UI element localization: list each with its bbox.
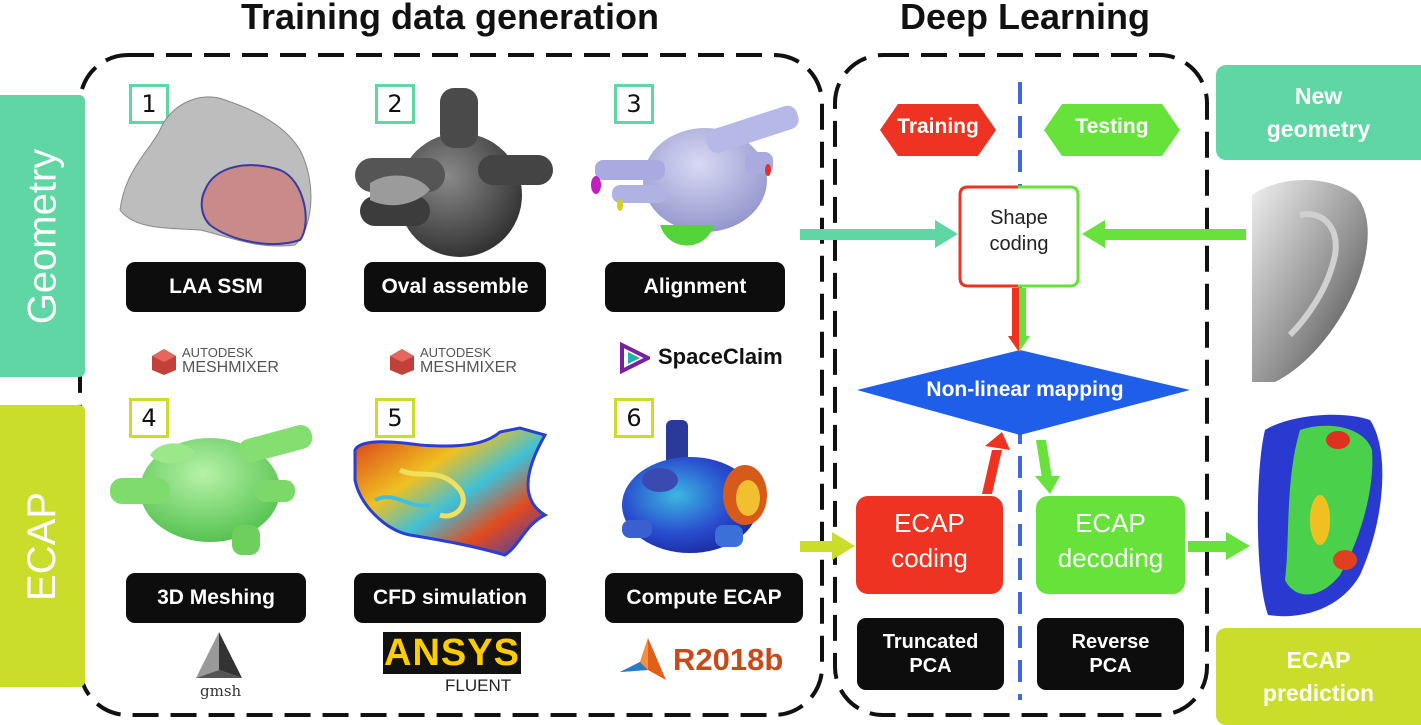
step-1-number: 1: [129, 84, 169, 124]
matlab-icon: [620, 638, 666, 680]
meshmixer-autodesk-text: AUTODESK: [182, 345, 254, 360]
reverse-pca-line2: PCA: [1089, 655, 1132, 677]
new-geometry-box: New geometry: [1216, 65, 1421, 160]
ecap-coding-line2: coding: [891, 543, 968, 574]
step-3-number: 3: [614, 84, 654, 124]
shape-coding-box: Shape coding: [960, 205, 1078, 257]
new-geometry-image: [1252, 180, 1368, 382]
new-geometry-line1: New: [1294, 83, 1343, 109]
meshmixer-name-text: MESHMIXER: [420, 359, 517, 376]
meshmixer-autodesk-text: AUTODESK: [420, 345, 492, 360]
new-geometry-line2: geometry: [1266, 116, 1371, 143]
step-1-label: LAA SSM: [126, 262, 306, 312]
reverse-pca-label: Reverse PCA: [1037, 618, 1184, 690]
training-hexagon: [880, 104, 996, 156]
ecap-prediction-box: ECAP prediction: [1216, 628, 1421, 725]
training-data-heading: Training data generation: [240, 0, 660, 37]
ecap-prediction-line2: prediction: [1262, 680, 1375, 707]
training-hexagon-label: Training: [897, 115, 979, 138]
arrow-ecap-to-coding: [800, 532, 855, 560]
testing-hexagon-label: Testing: [1075, 115, 1149, 138]
arrow-shape-to-mapping: [1008, 288, 1030, 352]
geometry-tab: Geometry: [0, 95, 85, 377]
testing-hexagon: [1044, 104, 1180, 156]
gmsh-logo: gmsh: [190, 630, 250, 705]
ecap-decoding-box: ECAP decoding: [1036, 496, 1185, 594]
arrow-geometry-to-shape: [800, 220, 958, 248]
meshmixer-name-text: MESHMIXER: [182, 359, 279, 376]
meshmixer-logo-1: AUTODESK MESHMIXER: [150, 343, 290, 379]
cfd-image: [353, 426, 549, 557]
spaceclaim-logo: SpaceClaim: [618, 340, 788, 376]
step-2-number: 2: [375, 84, 415, 124]
step-6-number: 6: [614, 398, 654, 438]
ecap-decoding-line1: ECAP: [1075, 508, 1146, 538]
mapping-label: Non-linear mapping: [926, 378, 1124, 401]
matlab-version-text: R2018b: [673, 642, 784, 677]
arrow-mapping-to-ecap-decoding: [1035, 440, 1060, 494]
deep-learning-heading: Deep Learning: [899, 0, 1151, 37]
deep-learning-frame: [833, 53, 1209, 717]
gmsh-icon: [196, 632, 242, 678]
ecap-prediction-image: [1257, 414, 1383, 617]
fluent-text: FLUENT: [445, 676, 512, 695]
step-4-label: 3D Meshing: [126, 573, 306, 623]
oval-assemble-image: [355, 88, 553, 257]
mapping-diamond: [857, 350, 1190, 435]
arrow-ecap-coding-to-mapping: [982, 432, 1010, 494]
laa-ssm-image: [119, 96, 312, 247]
meshing-image: [110, 425, 313, 555]
arrow-new-to-shape: [1082, 220, 1246, 248]
step-5-number: 5: [375, 398, 415, 438]
step-2-label: Oval assemble: [364, 262, 546, 312]
matlab-logo: R2018b: [618, 636, 783, 686]
ansys-logo: ANSYS FLUENT: [383, 632, 523, 700]
step-6-label: Compute ECAP: [605, 573, 803, 623]
arrow-decoding-to-prediction: [1188, 532, 1250, 560]
truncated-pca-label: Truncated PCA: [857, 618, 1004, 690]
step-3-label: Alignment: [605, 262, 785, 312]
truncated-pca-line1: Truncated: [882, 631, 979, 653]
spaceclaim-icon: [620, 342, 650, 374]
shape-coding-line2: coding: [989, 233, 1049, 255]
spaceclaim-text: SpaceClaim: [658, 344, 783, 369]
step-4-number: 4: [129, 398, 169, 438]
meshmixer-logo-icon: [152, 349, 176, 375]
ecap-coding-line1: ECAP: [894, 508, 965, 538]
shape-coding-border-red: [958, 185, 1018, 288]
ecap-coding-box: ECAP coding: [856, 496, 1003, 594]
alignment-image: [591, 105, 799, 246]
meshmixer-logo-2: AUTODESK MESHMIXER: [388, 343, 528, 379]
training-frame: [78, 53, 824, 717]
shape-coding-line1: Shape: [990, 207, 1048, 229]
shape-coding-border-green: [1018, 185, 1080, 288]
meshmixer-logo-icon: [390, 349, 414, 375]
truncated-pca-line2: PCA: [909, 655, 952, 677]
step-5-label: CFD simulation: [354, 573, 546, 623]
ecap-prediction-line1: ECAP: [1286, 647, 1351, 673]
ecap-decoding-line2: decoding: [1057, 543, 1164, 574]
compute-ecap-image: [622, 420, 767, 553]
reverse-pca-line1: Reverse: [1071, 631, 1150, 653]
ecap-tab: ECAP: [0, 405, 85, 687]
gmsh-text: gmsh: [200, 682, 242, 700]
ansys-text: ANSYS: [383, 631, 521, 674]
